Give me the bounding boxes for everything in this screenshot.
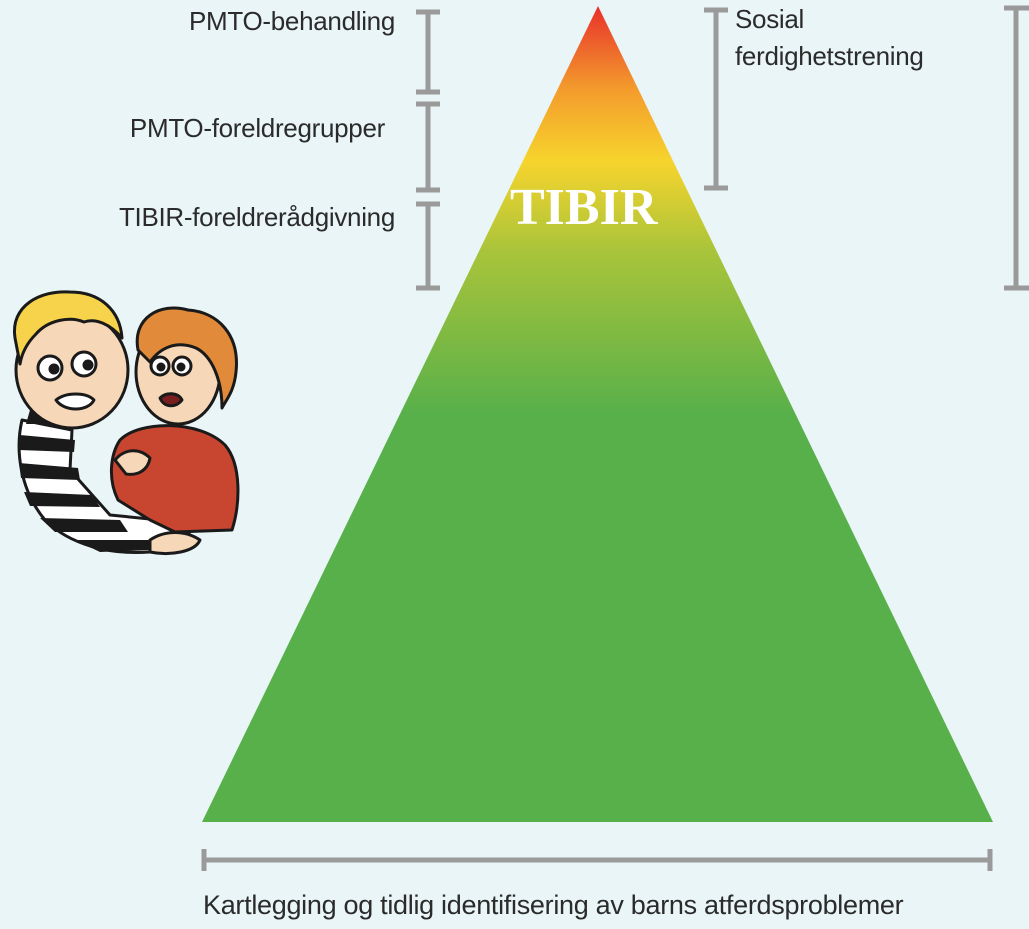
label-ferdighetstrening: ferdighetstrening <box>735 41 924 71</box>
label-pmto-behandling: PMTO-behandling <box>188 6 395 36</box>
bracket-pmto-behandling <box>416 9 440 95</box>
label-pmto-foreldregrupper: PMTO-foreldregrupper <box>129 113 385 143</box>
label-tibir-foreldreradgivning: TIBIR-foreldrerådgivning <box>118 202 395 232</box>
label-kartlegging: Kartlegging og tidlig identifisering av … <box>203 890 904 920</box>
girl-hair <box>135 306 238 410</box>
children-cartoon-illustration <box>13 290 240 555</box>
bracket-pmto-foreldregrupper <box>416 101 440 193</box>
bracket-far-right <box>1004 5 1029 291</box>
label-sosial: Sosial <box>735 4 805 34</box>
pyramid-label-tibir: TIBIR <box>510 179 658 236</box>
bracket-bottom <box>201 849 993 871</box>
bracket-sosial-ferdighetstrening <box>704 7 728 191</box>
boy-hair <box>13 290 124 366</box>
intervention-pyramid <box>202 6 993 822</box>
boy-hand-lower <box>148 531 202 555</box>
boy-hand <box>113 449 152 476</box>
bracket-tibir-foreldreradgivning <box>416 201 440 291</box>
